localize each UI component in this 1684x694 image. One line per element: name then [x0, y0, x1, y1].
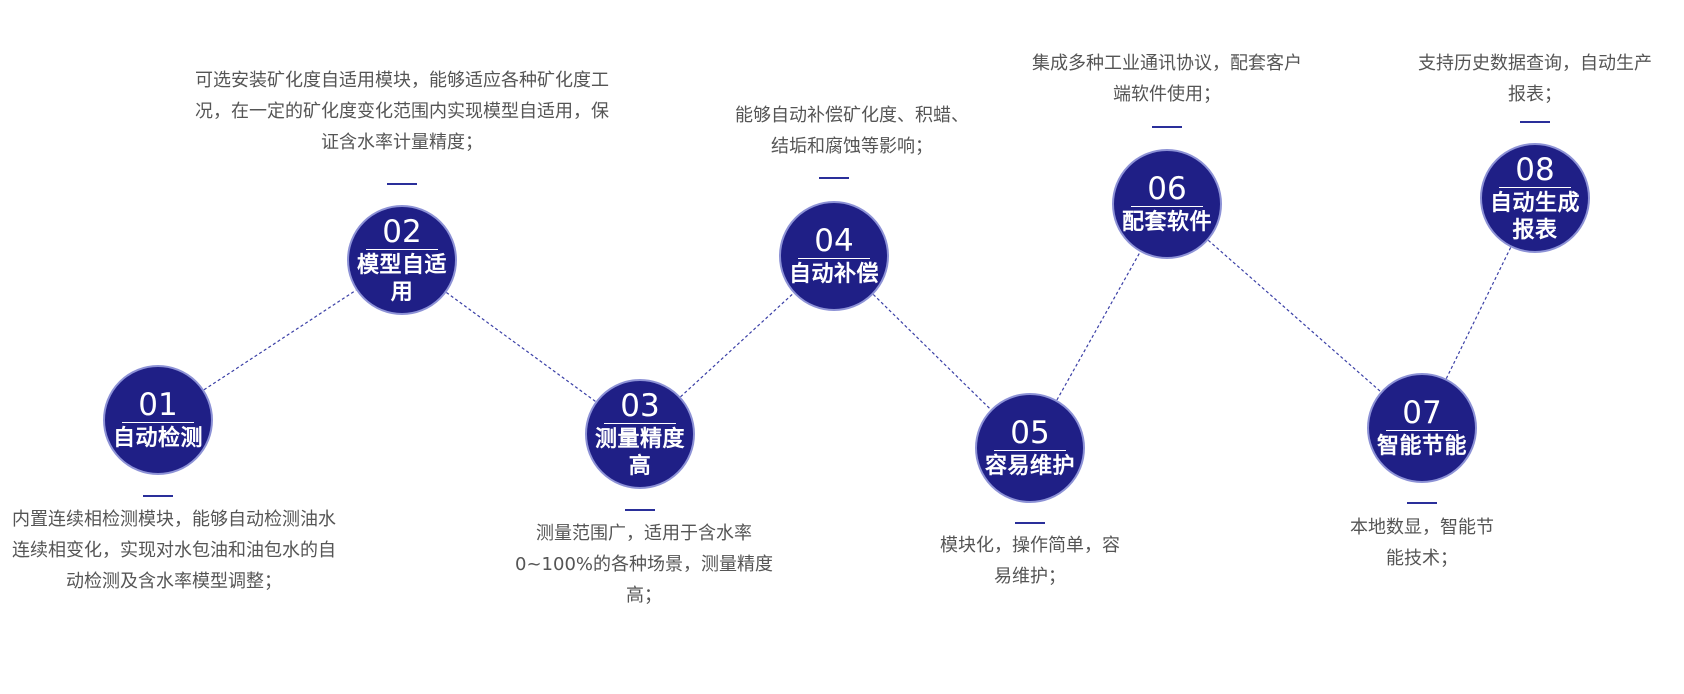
step-08-description: 支持历史数据查询，自动生产报表；: [1418, 53, 1652, 105]
step-01-circle: 01 自动检测: [103, 365, 213, 475]
step-01-description: 内置连续相检测模块，能够自动检测油水连续相变化，实现对水包油和油包水的自动检测及…: [12, 509, 336, 592]
step-06-circle: 06 配套软件: [1112, 149, 1222, 259]
connector-line: [1056, 251, 1141, 401]
step-number: 07: [1386, 396, 1458, 431]
step-02-divider: [387, 183, 417, 185]
step-07-description: 本地数显，智能节能技术；: [1350, 517, 1494, 569]
step-title: 模型自适用: [356, 252, 447, 305]
step-01-divider: [143, 495, 173, 497]
step-07-circle: 07 智能节能: [1367, 373, 1477, 483]
step-title: 配套软件: [1121, 210, 1212, 235]
step-05-divider: [1015, 522, 1045, 524]
step-number: 04: [798, 224, 870, 259]
step-title: 测量精度高: [594, 426, 685, 479]
step-number: 03: [604, 389, 676, 424]
step-number: 08: [1499, 153, 1571, 188]
step-07-divider: [1407, 502, 1437, 504]
step-number: 06: [1131, 172, 1203, 207]
connector-line: [203, 289, 357, 391]
step-02-description: 可选安装矿化度自适用模块，能够适应各种矿化度工况，在一定的矿化度变化范围内实现模…: [195, 70, 609, 153]
step-04-divider: [819, 177, 849, 179]
step-05-circle: 05 容易维护: [975, 393, 1085, 503]
step-04-description: 能够自动补偿矿化度、积蜡、结垢和腐蚀等影响；: [735, 105, 969, 157]
step-04-circle: 04 自动补偿: [779, 201, 889, 311]
step-03-circle: 03 测量精度高: [585, 379, 695, 489]
step-02-circle: 02 模型自适用: [347, 205, 457, 315]
step-number: 02: [366, 215, 438, 250]
step-03-divider: [625, 509, 655, 511]
step-06-description: 集成多种工业通讯协议，配套客户端软件使用；: [1032, 53, 1302, 105]
step-03-description: 测量范围广，适用于含水率0~100%的各种场景，测量精度高；: [515, 523, 773, 606]
connector-line: [680, 292, 794, 398]
step-06-divider: [1152, 126, 1182, 128]
step-title: 自动补偿: [788, 262, 879, 287]
step-08-divider: [1520, 121, 1550, 123]
connector-line: [446, 292, 596, 402]
step-title: 容易维护: [984, 454, 1075, 479]
step-08-circle: 08 自动生成报表: [1480, 143, 1590, 253]
step-title: 自动生成报表: [1489, 190, 1580, 243]
connector-line: [872, 294, 992, 410]
connector-line: [1445, 247, 1512, 379]
step-number: 05: [994, 416, 1066, 451]
step-05-description: 模块化，操作简单，容易维护；: [940, 535, 1120, 587]
step-title: 自动检测: [112, 426, 203, 451]
step-title: 智能节能: [1376, 434, 1467, 459]
connector-line: [1207, 239, 1382, 393]
step-number: 01: [122, 388, 194, 423]
